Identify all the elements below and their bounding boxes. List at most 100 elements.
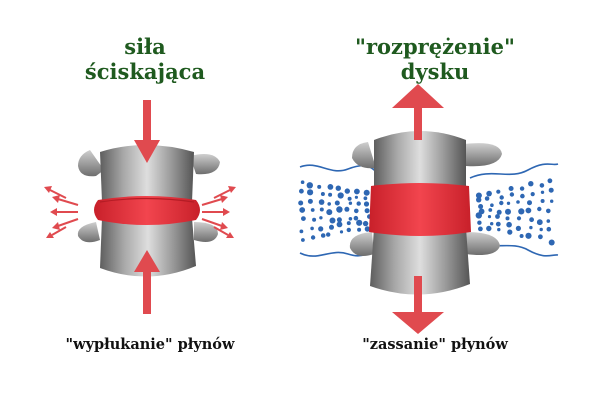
- fluid-dot: [306, 182, 313, 189]
- fluid-dot: [348, 217, 353, 221]
- fluid-dot: [337, 192, 344, 199]
- fluid-dot: [499, 200, 504, 206]
- fluid-dots-left: [298, 180, 372, 242]
- fluid-dot: [475, 212, 482, 219]
- fluid-dot: [499, 195, 504, 200]
- fluid-dot: [310, 235, 316, 240]
- fluid-dot: [328, 192, 333, 197]
- fluid-dot: [336, 221, 343, 228]
- fluid-dot: [484, 196, 490, 201]
- fluid-dot: [344, 206, 350, 212]
- fluid-dot: [339, 230, 344, 234]
- fluid-dot: [508, 186, 514, 191]
- fluid-dot: [346, 221, 351, 226]
- fluid-dot: [486, 225, 492, 232]
- fluid-dot: [356, 219, 363, 226]
- fluid-dot: [354, 195, 358, 199]
- fluid-dot: [298, 200, 304, 206]
- fluid-dot: [475, 192, 482, 199]
- fluid-dot: [363, 196, 368, 201]
- fluid-dot: [364, 208, 370, 214]
- fluid-dot: [516, 200, 520, 204]
- fluid-dot: [540, 199, 545, 203]
- fluid-dot: [505, 208, 511, 215]
- compression-arrow-down: [134, 100, 160, 163]
- expansion-arrow-down: [392, 276, 444, 334]
- fluid-dot: [329, 217, 336, 224]
- fluid-dot: [519, 234, 524, 238]
- fluid-dot: [344, 188, 350, 194]
- outflow-arrows-left: [44, 186, 79, 238]
- fluid-dot: [506, 201, 511, 205]
- fluid-dot: [326, 209, 333, 216]
- fluid-dot: [346, 227, 351, 233]
- fluid-dot: [497, 227, 501, 232]
- fluid-dot: [354, 188, 360, 195]
- fluid-dot: [536, 219, 543, 226]
- fluid-dot: [326, 232, 331, 237]
- fluid-dot: [353, 215, 359, 221]
- fluid-dot: [318, 199, 325, 205]
- fluid-dot: [307, 198, 313, 204]
- fluid-dot: [505, 216, 510, 221]
- fluid-dot: [357, 227, 362, 232]
- fluid-dot: [537, 206, 542, 212]
- fluid-dot: [364, 226, 371, 232]
- caption-fluid-outflow: "wypłukanie" płynów: [65, 336, 235, 353]
- fluid-dot: [362, 220, 369, 227]
- expanded-disc: [369, 183, 471, 236]
- fluid-dot: [518, 208, 525, 215]
- fluid-dot: [363, 201, 370, 207]
- fluid-dot: [548, 187, 554, 193]
- fluid-dot: [354, 208, 359, 214]
- fluid-dot: [490, 203, 494, 207]
- fluid-dot: [307, 189, 314, 196]
- fluid-dot: [310, 208, 315, 212]
- fluid-dot: [495, 221, 501, 227]
- fluid-dot: [539, 183, 545, 188]
- compression-arrow-up: [134, 250, 160, 314]
- fluid-dot: [509, 192, 515, 197]
- fluid-dot: [327, 202, 332, 206]
- fluid-dot: [490, 222, 494, 226]
- fluid-dot: [507, 229, 513, 235]
- fluid-dot: [488, 208, 493, 212]
- fluid-dot: [538, 234, 543, 240]
- fluid-dot: [318, 226, 324, 232]
- fluid-dot: [495, 214, 500, 219]
- fluid-dot: [496, 209, 502, 215]
- fluid-dot: [317, 184, 322, 189]
- fluid-dot: [540, 190, 545, 194]
- fluid-dot: [486, 190, 492, 197]
- fluid-dot: [546, 226, 552, 232]
- fluid-dot: [525, 207, 532, 214]
- fluid-dot: [335, 185, 341, 191]
- fluid-dot: [477, 220, 482, 225]
- fluid-dot: [299, 207, 306, 213]
- fluid-dot: [529, 225, 533, 230]
- fluid-dot: [327, 184, 334, 190]
- fluid-dot: [312, 217, 317, 222]
- fluid-dot: [299, 229, 304, 234]
- fluid-dot: [506, 221, 512, 228]
- compressed-vertebra: [77, 145, 220, 277]
- fluid-dot: [525, 232, 532, 239]
- caption-fluid-inflow: "zassanie" płynów: [362, 336, 508, 353]
- fluid-dot: [478, 204, 484, 209]
- fluid-dot: [520, 193, 525, 199]
- fluid-dot: [348, 201, 353, 205]
- fluid-dot: [546, 219, 551, 223]
- fluid-dot: [530, 192, 535, 197]
- title-disc-expansion: "rozprężenie" dysku: [355, 34, 515, 84]
- fluid-dot: [363, 189, 370, 196]
- fluid-dot: [319, 216, 323, 220]
- compressed-disc: [94, 196, 200, 225]
- fluid-dot: [539, 227, 543, 232]
- fluid-dot: [319, 207, 324, 212]
- fluid-dot: [334, 200, 340, 206]
- fluid-dot: [336, 217, 342, 223]
- expanded-vertebra: [349, 131, 502, 295]
- fluid-dot: [547, 178, 553, 184]
- fluid-dot: [300, 180, 305, 184]
